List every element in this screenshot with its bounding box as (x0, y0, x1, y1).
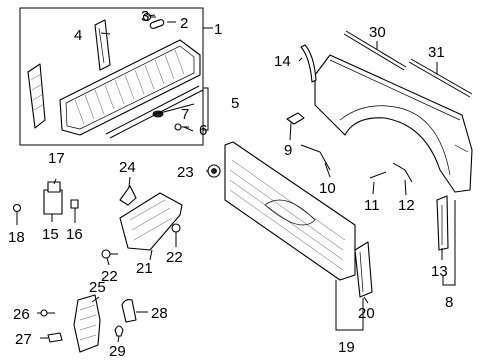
tailgate-group-box (19, 7, 213, 146)
callout-4: 4 (74, 27, 82, 44)
callout-15: 15 (42, 226, 59, 243)
callout-17: 17 (48, 150, 65, 167)
clip-part-28 (121, 299, 137, 323)
callout-22-left: 22 (101, 268, 118, 285)
tailgate-panel (59, 39, 201, 136)
callout-21: 21 (136, 260, 153, 277)
clip-part-24 (119, 185, 137, 206)
callout-1: 1 (214, 21, 222, 38)
bracket-19 (335, 280, 364, 331)
callout-23: 23 (177, 164, 194, 181)
callout-20: 20 (358, 305, 375, 322)
bed-floor (224, 141, 356, 281)
bolt-part-26 (40, 309, 55, 317)
callout-6: 6 (199, 122, 207, 139)
bed-part-13-strip (436, 195, 449, 251)
callout-3: 3 (141, 8, 149, 25)
callout-26: 26 (13, 306, 30, 323)
bed-part-12 (392, 162, 413, 183)
callout-30: 30 (369, 24, 386, 41)
clip-part-17 (47, 181, 61, 193)
callout-12: 12 (398, 197, 415, 214)
callout-9: 9 (284, 142, 292, 159)
callout-19: 19 (338, 339, 355, 356)
bracket-part-21 (119, 192, 183, 251)
bed-part-14 (300, 44, 317, 83)
washer-part-23 (207, 164, 221, 178)
bed-part-11 (369, 171, 387, 179)
bed-part-9-bracket (286, 112, 305, 125)
bed-rail-30 (343, 30, 407, 71)
bed-part-20 (354, 241, 373, 298)
pin-part-27 (47, 332, 63, 343)
leader-lines (16, 14, 443, 343)
callout-18: 18 (8, 229, 25, 246)
bed-rail-31 (408, 58, 473, 98)
callout-8: 8 (445, 294, 453, 311)
callouts: 1 2 3 4 5 6 7 8 9 10 11 12 13 14 15 16 1… (8, 8, 453, 360)
callout-7: 7 (181, 106, 189, 123)
plate-part-15 (43, 189, 63, 215)
callout-10: 10 (319, 180, 336, 197)
callout-31: 31 (428, 44, 445, 61)
bed-side-panel (314, 54, 473, 193)
clip-part-2 (149, 19, 165, 29)
tailgate-handle-part (94, 19, 111, 71)
plug-part-29 (114, 325, 124, 337)
tailgate-cables (105, 85, 204, 139)
callout-29: 29 (109, 343, 126, 360)
bolt-part-22-right (171, 223, 181, 240)
callout-5: 5 (231, 95, 239, 112)
callout-2: 2 (180, 15, 188, 32)
callout-25: 25 (89, 279, 106, 296)
bolt-part-3 (142, 12, 156, 22)
bed-part-10-rod (300, 144, 331, 171)
callout-16: 16 (66, 226, 83, 243)
callout-28: 28 (151, 305, 168, 322)
bolt-part-18 (12, 203, 22, 220)
bracket-8 (442, 200, 456, 286)
callout-24: 24 (119, 159, 136, 176)
callout-11: 11 (364, 197, 380, 214)
callout-14: 14 (274, 53, 291, 70)
clip-part-16 (70, 199, 79, 209)
callout-22-right: 22 (166, 249, 183, 266)
mudflap-part-25 (73, 294, 101, 353)
bolt-part-22-left (101, 249, 118, 259)
bolt-part-6 (174, 123, 189, 131)
callout-13: 13 (431, 263, 448, 280)
callout-27: 27 (15, 331, 32, 348)
tailgate-end-cap (27, 63, 46, 129)
